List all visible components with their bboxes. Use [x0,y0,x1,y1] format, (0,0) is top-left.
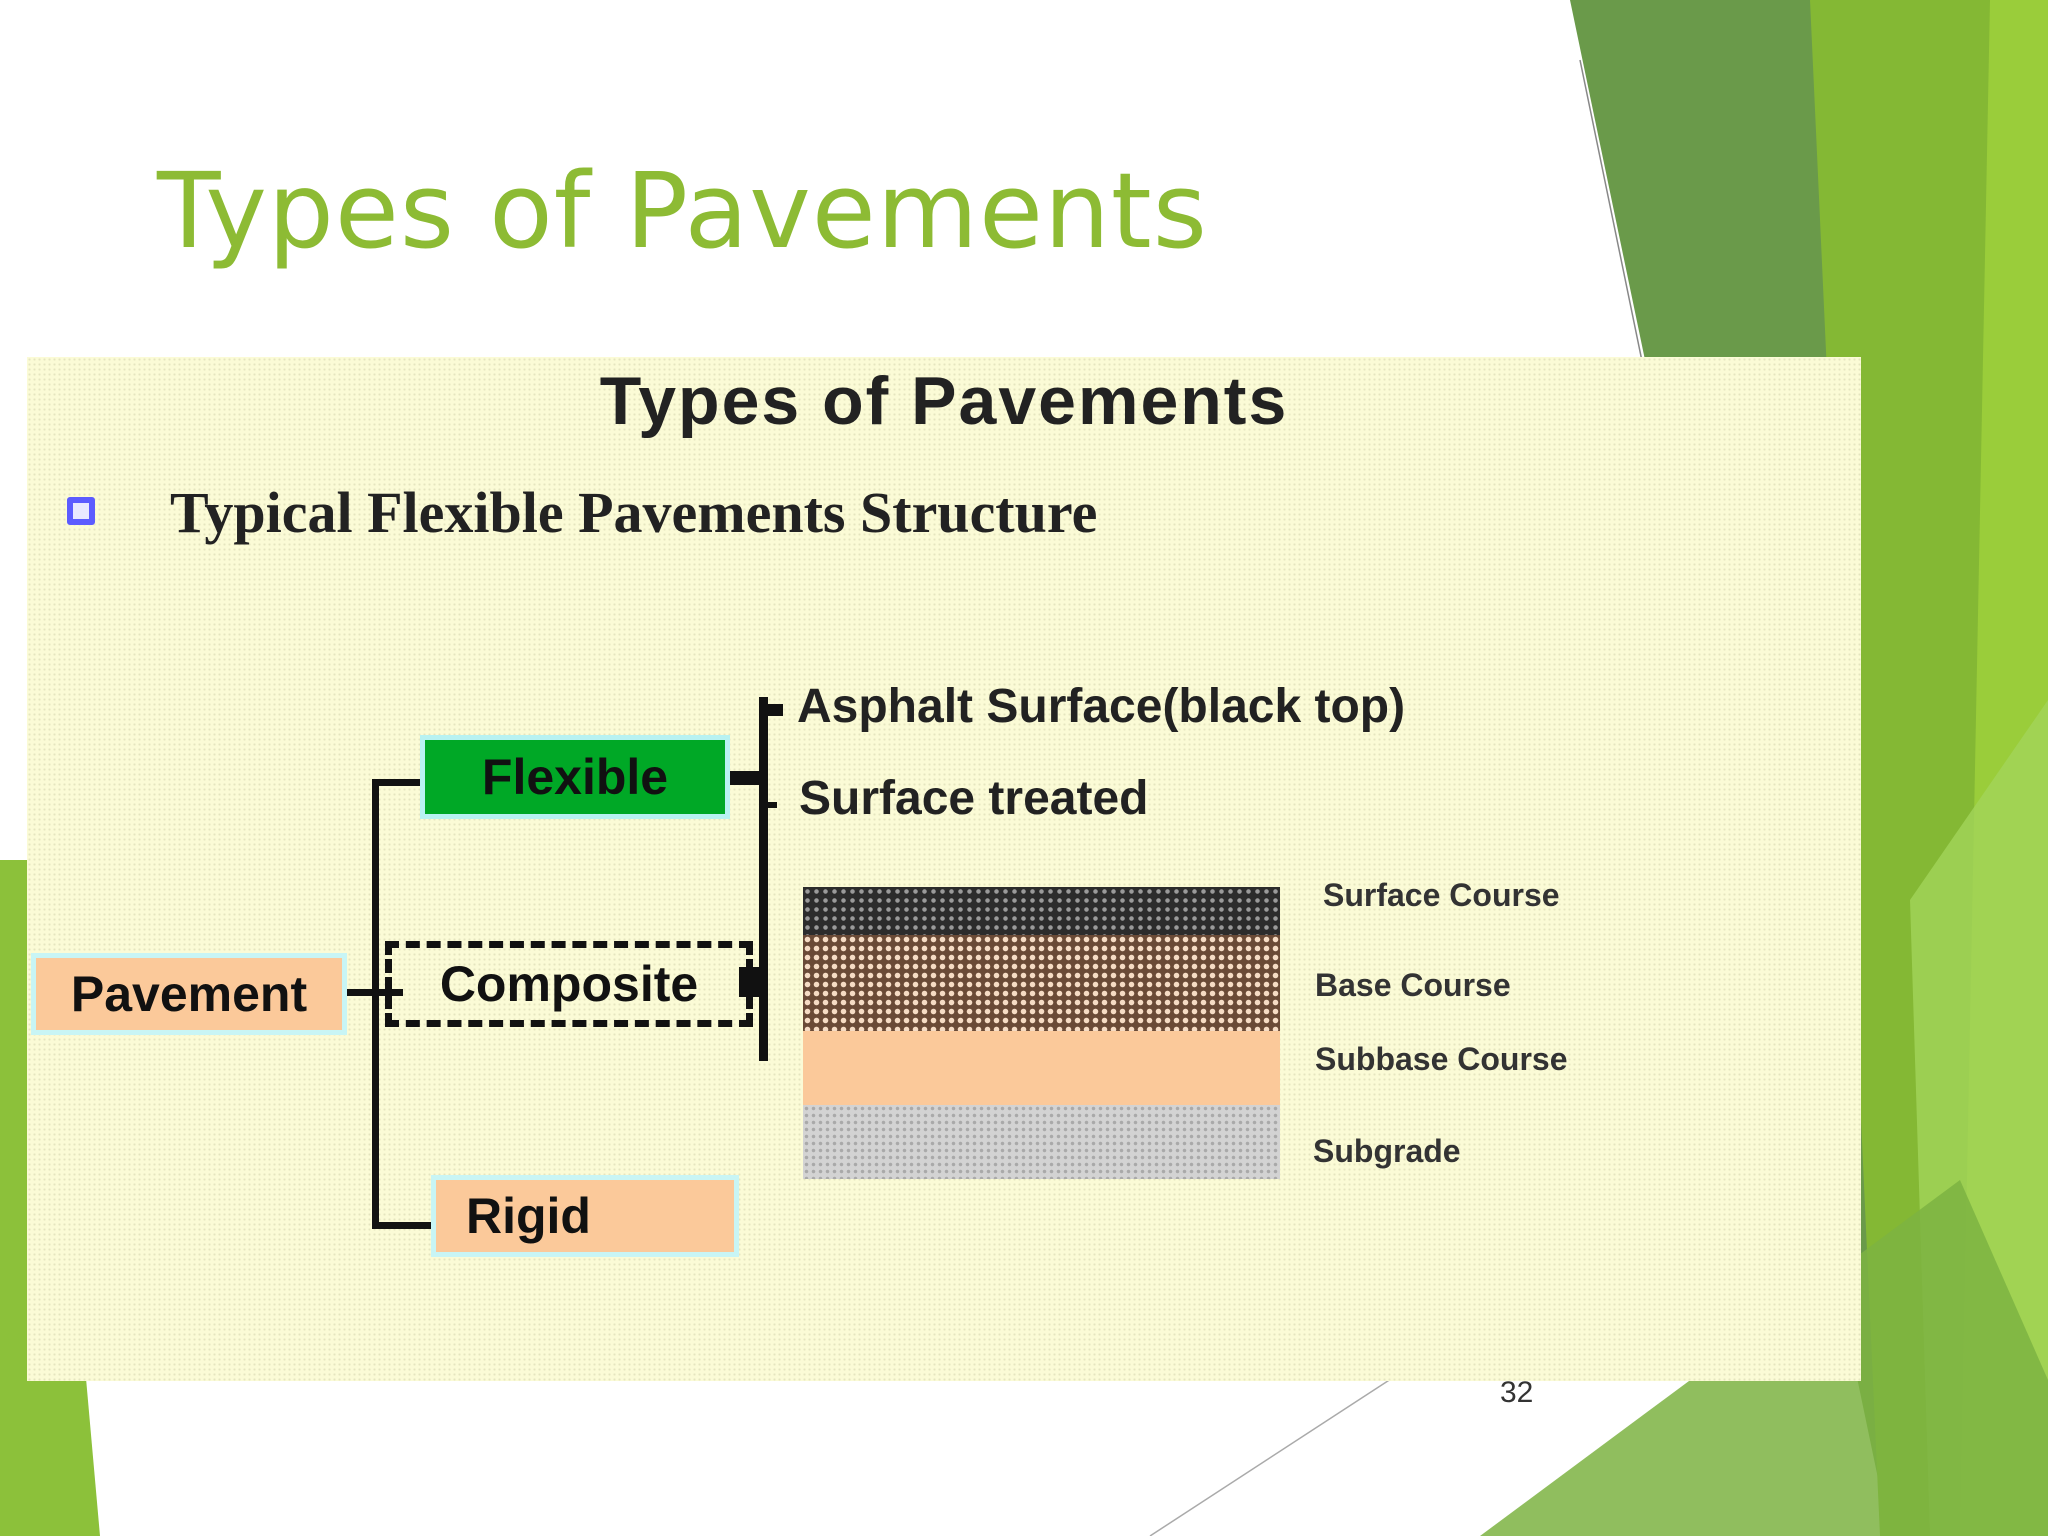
diagram-subheading: Typical Flexible Pavements Structure [170,480,1098,545]
pavement-diagram-image: Types of Pavements Typical Flexible Pave… [27,357,1861,1381]
label-base-course: Base Course [1315,967,1511,1003]
connector-to-surface-treated [759,802,777,808]
page-number: 32 [1500,1376,1534,1409]
connector-to-flexible [372,779,420,786]
diagram-title: Types of Pavements [599,363,1289,439]
slide-title: Types of Pavements [157,150,1208,272]
rigid-box: Rigid [431,1175,739,1257]
subtype-surface-treated: Surface treated [799,772,1149,825]
layer-base-course [803,935,1280,1031]
pavement-box: Pavement [31,953,347,1035]
decor-thin-line [1579,59,1651,401]
label-subbase-course: Subbase Course [1315,1041,1568,1077]
decor-thin-line-2 [1149,1359,1421,1536]
label-subgrade: Subgrade [1313,1133,1461,1169]
layer-surface-course [803,887,1280,935]
connector-flexible-right [730,771,764,785]
layer-subgrade [803,1105,1280,1179]
connector-subtypes-vertical [759,697,768,1061]
label-surface-course: Surface Course [1323,877,1560,913]
connector-to-asphalt [759,704,783,716]
connector-to-rigid [372,1222,431,1229]
connector-trunk-vertical [372,779,379,1229]
flexible-box: Flexible [420,735,730,819]
subtype-asphalt-surface: Asphalt Surface(black top) [797,680,1406,733]
composite-box: Composite [385,941,753,1027]
square-bullet-icon [67,497,95,525]
layer-subbase-course [803,1031,1280,1105]
